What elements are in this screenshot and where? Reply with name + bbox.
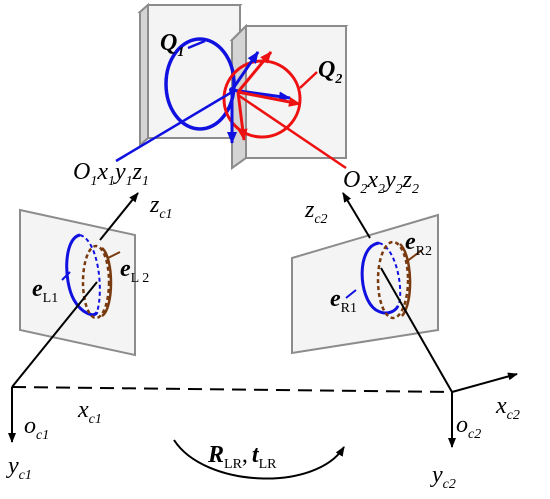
el2-label: eL 2 <box>120 256 149 286</box>
right-image-plane <box>291 213 439 355</box>
o1-frame-label: O1x1y1z1 <box>73 159 149 189</box>
xc1-label: xc1 <box>77 397 102 427</box>
yc2-label: yc2 <box>430 462 456 492</box>
left-box <box>137 2 243 148</box>
right-camera-ray <box>380 267 453 393</box>
xc2-label: xc2 <box>495 393 520 423</box>
q1-ellipse <box>164 37 236 131</box>
q1-label: Q1 <box>160 30 184 60</box>
oc2-label: oc2 <box>456 412 481 442</box>
q2-label: Q2 <box>318 57 342 87</box>
baseline-dashed <box>11 386 453 393</box>
oc1-label: oc1 <box>24 413 49 443</box>
er2-label: eR2 <box>405 229 432 259</box>
rotation-arc <box>173 439 345 480</box>
o2-link-line <box>237 93 347 170</box>
normal-vectors <box>227 51 301 144</box>
er1-label: eR1 <box>330 286 357 316</box>
zc1-label: zc1 <box>149 192 173 222</box>
o2-frame-label: O2x2y2z2 <box>343 167 419 197</box>
left-camera-ray <box>11 281 98 388</box>
el1-label: eL1 <box>32 276 58 306</box>
yc1-label: yc1 <box>6 453 32 483</box>
zc1-axis <box>99 192 139 241</box>
zc2-label: zc2 <box>304 197 328 227</box>
camera2-axes <box>448 372 518 448</box>
o1-link-line <box>115 90 233 163</box>
zc2-axis <box>342 192 371 239</box>
left-image-plane <box>19 208 136 357</box>
rotation-translation-label: RLR,tLR <box>207 442 277 472</box>
